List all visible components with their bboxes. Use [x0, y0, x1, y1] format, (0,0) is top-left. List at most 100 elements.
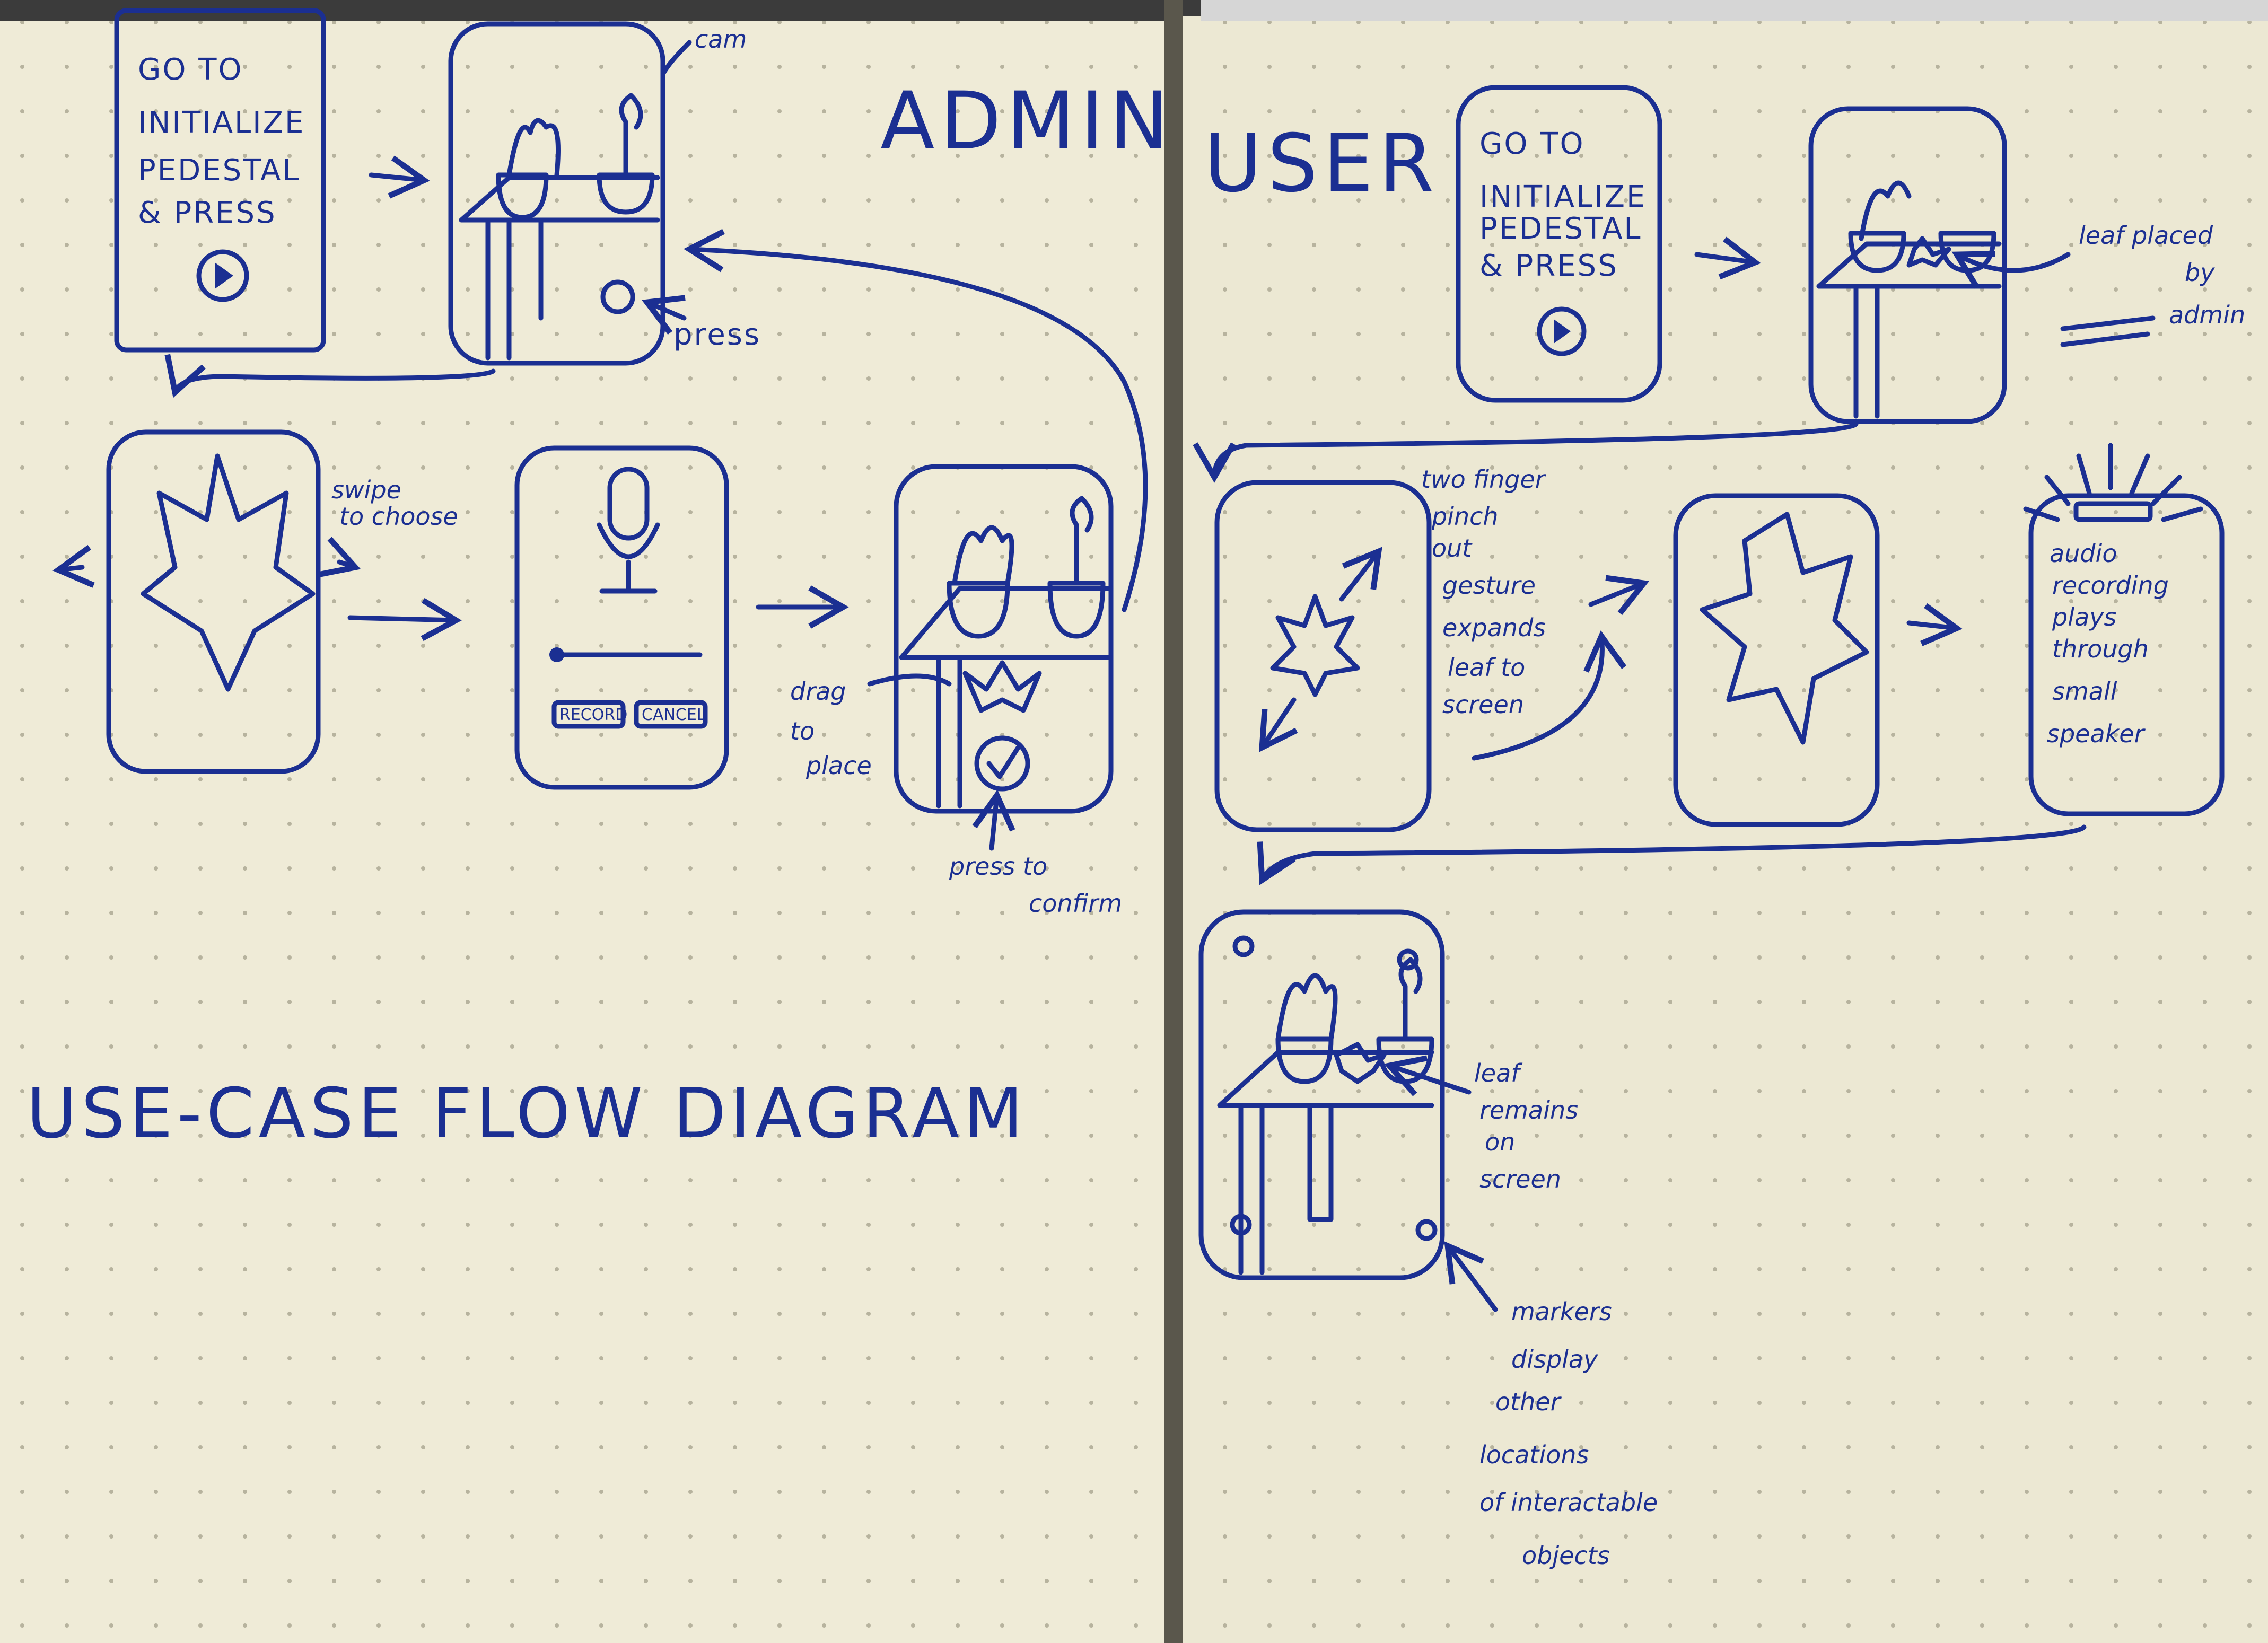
record-button[interactable]: [551, 700, 626, 729]
arrow-leaf-to-record: [347, 598, 462, 642]
final-pineapple-icon: [1275, 973, 1338, 1042]
markers-label-line-1: markers: [1511, 1297, 1612, 1326]
drag-label-line-1: drag: [790, 677, 846, 706]
leaf-remains-label-line-2: remains: [1479, 1096, 1578, 1124]
admin-leaf-picker-screen: [106, 429, 321, 774]
pinch-label-line-2: pinch: [1431, 502, 1499, 531]
remaining-leaf-icon[interactable]: [1334, 1042, 1387, 1084]
arrow-user-camera-to-pinch: [1193, 421, 1859, 483]
pinch-label-line-6: leaf to: [1448, 653, 1525, 682]
user-pinch-screen: [1214, 480, 1432, 832]
confirm-label-line-1: press to: [949, 852, 1047, 881]
admin-start-line-4: & PRESS: [138, 196, 277, 230]
arrow-expanded-to-audio: [1906, 603, 1963, 646]
swipe-label-line-1: swipe: [331, 476, 401, 504]
drag-label-line-3: place: [805, 751, 872, 780]
arrow-audio-to-final: [1257, 824, 2087, 885]
pinch-label-line-1: two finger: [1421, 465, 1547, 494]
audio-label-line-5: small: [2052, 677, 2117, 706]
arrow-place-back-to-camera: [684, 229, 1148, 612]
user-play-button-icon[interactable]: [1537, 306, 1587, 356]
drag-label-line-2: to: [790, 717, 815, 745]
user-heading: USER: [1204, 118, 1439, 210]
arrow-camera-to-leaf-picker: [164, 354, 496, 398]
sunglasses-icon-2: [1047, 581, 1106, 639]
user-start-line-2: INITIALIZE: [1479, 180, 1647, 214]
audio-label-line-2: recording: [2052, 571, 2169, 600]
leaf-placed-label-line-3: admin: [2169, 301, 2245, 329]
pineapple-icon: [506, 118, 561, 178]
leaf-placed-label-line-2: by: [2185, 258, 2215, 287]
notebook-spine: [1164, 0, 1183, 1643]
user-camera-screen: [1808, 106, 2007, 424]
leaf-remains-label-line-4: screen: [1479, 1165, 1561, 1193]
markers-label-line-5: of interactable: [1479, 1488, 1658, 1517]
admin-start-screen: GO TO INITIALIZE PEDESTAL & PRESS: [114, 8, 326, 353]
small-leaf-icon[interactable]: [962, 660, 1042, 713]
speaker-icon: [2073, 501, 2153, 522]
record-button-label: RECORD: [559, 706, 627, 724]
arrow-start-to-camera: [369, 155, 430, 199]
maple-leaf-icon[interactable]: [141, 453, 316, 692]
camera-button-icon[interactable]: [600, 279, 635, 314]
user-start-screen: GO TO INITIALIZE PEDESTAL & PRESS: [1456, 85, 1662, 403]
user-pineapple-icon: [1859, 180, 1912, 241]
checkmark-icon: [986, 745, 1021, 779]
audio-label-line-6: speaker: [2047, 719, 2146, 748]
user-final-screen: [1198, 909, 1445, 1280]
user-start-line-3: PEDESTAL: [1479, 212, 1642, 246]
pinch-label-line-5: expands: [1442, 613, 1546, 642]
user-start-line-4: & PRESS: [1479, 249, 1618, 283]
cam-label: cam: [695, 25, 747, 54]
leaf-placed-label-line-1: leaf placed: [2079, 221, 2213, 250]
marker-icon-top-right[interactable]: [1397, 948, 1419, 971]
pineapple-icon-2: [952, 525, 1014, 586]
admin-record-screen: RECORD CANCEL: [514, 445, 729, 790]
sunglasses-icon: [597, 172, 655, 215]
markers-label-line-2: display: [1511, 1345, 1598, 1374]
pinch-arrow-down: [1258, 697, 1298, 753]
marker-icon-bottom-right[interactable]: [1415, 1219, 1438, 1241]
confirm-button-icon[interactable]: [974, 735, 1030, 792]
marker-icon-bottom-left[interactable]: [1230, 1214, 1252, 1236]
small-leaf-gesture-icon[interactable]: [1270, 594, 1360, 697]
admin-heading: ADMIN: [880, 75, 1174, 168]
user-audio-screen: audio recording plays through small spea…: [2023, 443, 2225, 816]
press-label: press: [673, 318, 761, 352]
cancel-button[interactable]: [634, 700, 708, 729]
scribble: [2060, 315, 2156, 347]
user-expanded-leaf-screen: [1673, 493, 1880, 827]
pinch-label-line-3: out: [1432, 534, 1473, 563]
leaf-remains-label-line-3: on: [1485, 1128, 1515, 1156]
cancel-button-label: CANCEL: [642, 706, 706, 724]
pinch-arrow-up: [1339, 547, 1382, 602]
arrow-user-start-to-camera: [1694, 236, 1761, 280]
swipe-label-line-2: to choose: [339, 502, 458, 531]
audio-label-line-3: plays: [2052, 603, 2116, 631]
microphone-icon: [607, 467, 650, 541]
admin-start-line-1: GO TO: [138, 52, 243, 87]
admin-start-line-2: INITIALIZE: [138, 106, 305, 140]
audio-label-line-4: through: [2052, 635, 2149, 663]
play-button-icon[interactable]: [196, 249, 249, 302]
plant-icon: [619, 93, 643, 178]
user-start-line-1: GO TO: [1479, 127, 1585, 161]
audio-label-line-1: audio: [2050, 539, 2117, 568]
admin-camera-screen: [448, 21, 665, 366]
sound-rays: [2023, 443, 2203, 522]
placed-leaf-icon[interactable]: [1906, 236, 1951, 268]
expanded-leaf-icon[interactable]: [1700, 512, 1869, 745]
marker-icon-top-left[interactable]: [1232, 935, 1255, 957]
markers-label-line-6: objects: [1522, 1541, 1610, 1570]
markers-label-line-4: locations: [1479, 1440, 1589, 1469]
pinch-label-line-4: gesture: [1442, 571, 1536, 600]
arrow-pinch-to-expanded: [1472, 630, 1627, 761]
leaf-remains-label-line-1: leaf: [1474, 1059, 1522, 1087]
diagram-title: USE-CASE FLOW DIAGRAM: [27, 1073, 1027, 1154]
markers-label-line-3: other: [1495, 1387, 1562, 1416]
admin-start-line-3: PEDESTAL: [138, 153, 301, 188]
pinch-label-line-7: screen: [1442, 690, 1524, 719]
confirm-label-line-2: confirm: [1029, 889, 1122, 918]
